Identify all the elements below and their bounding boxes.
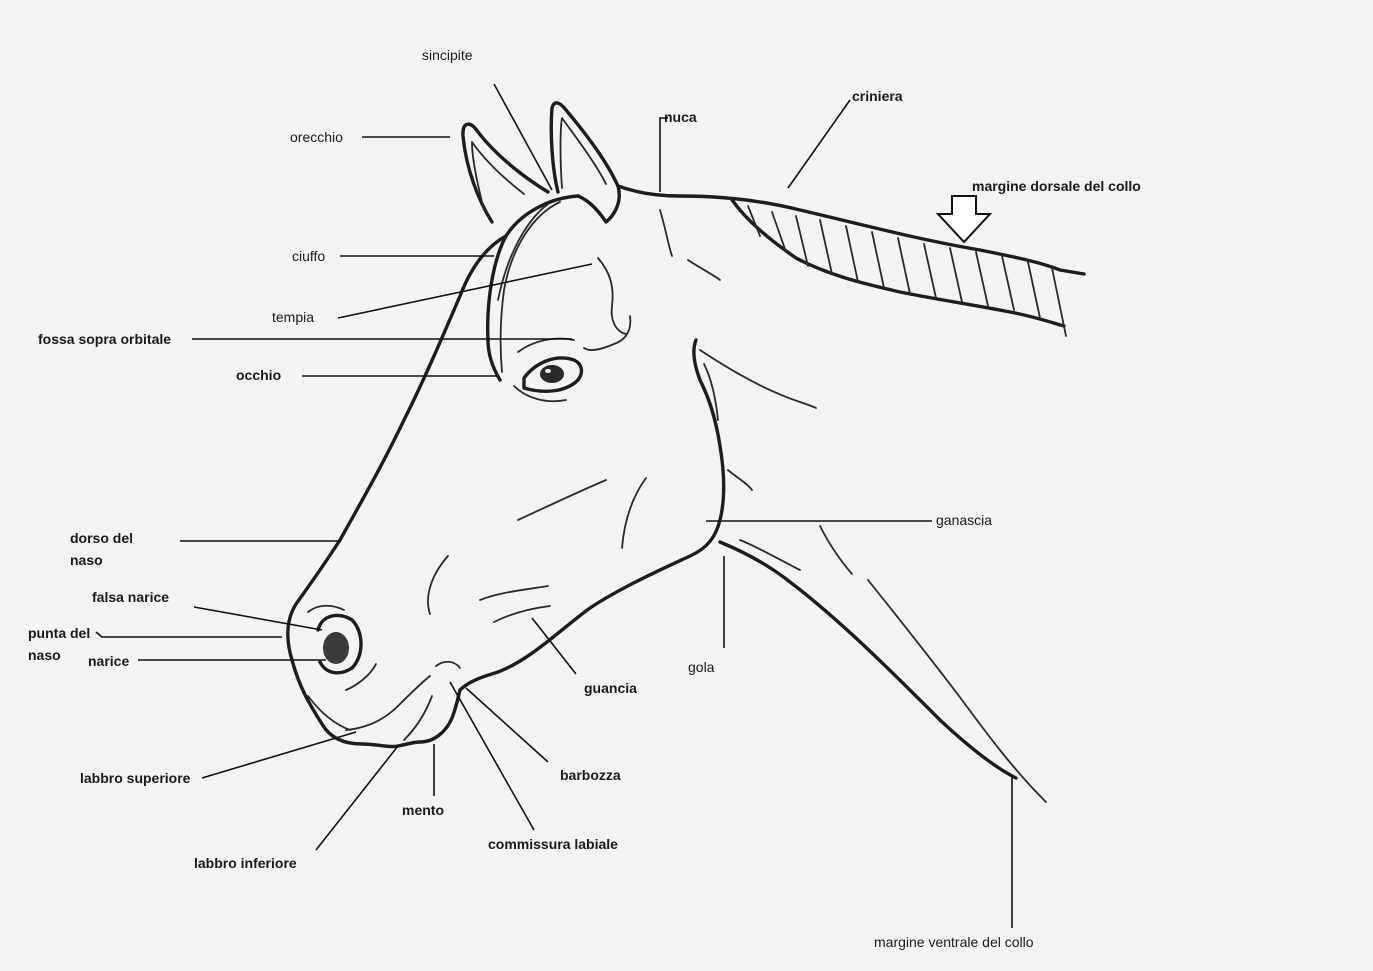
leader-punta <box>96 632 282 637</box>
dorsal-margin-arrow <box>938 196 990 242</box>
label-sincipite: sincipite <box>422 47 473 63</box>
label-occhio: occhio <box>236 367 281 383</box>
label-margine-ventrale: margine ventrale del collo <box>874 934 1034 950</box>
label-tempia: tempia <box>272 309 314 325</box>
label-guancia: guancia <box>584 680 637 696</box>
label-dorso-del-naso-1: dorso del <box>70 530 133 546</box>
ventral-neck <box>720 542 1016 778</box>
leader-lines <box>96 84 1012 928</box>
label-ciuffo: ciuffo <box>292 248 325 264</box>
cheek-jaw <box>460 340 724 690</box>
label-narice: narice <box>88 653 129 669</box>
leader-labbro-superiore <box>202 732 356 778</box>
label-mento: mento <box>402 802 444 818</box>
leader-barbozza <box>466 688 548 762</box>
eye <box>514 339 581 402</box>
face-profile <box>288 236 506 747</box>
label-commissura-labiale: commissura labiale <box>488 836 618 852</box>
label-labbro-superiore: labbro superiore <box>80 770 191 786</box>
label-orecchio: orecchio <box>290 129 343 145</box>
label-barbozza: barbozza <box>560 767 621 783</box>
leader-tempia <box>338 264 592 318</box>
label-punta-del-naso-2: naso <box>28 647 61 663</box>
labels: sincipite orecchio nuca criniera margine… <box>28 47 1141 950</box>
leader-commissura <box>450 682 534 830</box>
label-criniera: criniera <box>852 88 903 104</box>
label-punta-del-naso-1: punta del <box>28 625 90 641</box>
label-dorso-del-naso-2: naso <box>70 552 103 568</box>
label-ganascia: ganascia <box>936 512 992 528</box>
leader-labbro-inferiore <box>316 746 398 850</box>
leader-nuca <box>660 118 668 192</box>
leader-guancia <box>532 618 576 674</box>
leader-criniera <box>788 100 850 188</box>
label-nuca: nuca <box>664 109 697 125</box>
label-gola: gola <box>688 659 715 675</box>
leader-falsa-narice <box>194 607 322 630</box>
label-fossa-sopra-orbitale: fossa sopra orbitale <box>38 331 171 347</box>
nostril <box>308 606 376 690</box>
label-labbro-inferiore: labbro inferiore <box>194 855 297 871</box>
label-margine-dorsale: margine dorsale del collo <box>972 178 1141 194</box>
label-falsa-narice: falsa narice <box>92 589 169 605</box>
